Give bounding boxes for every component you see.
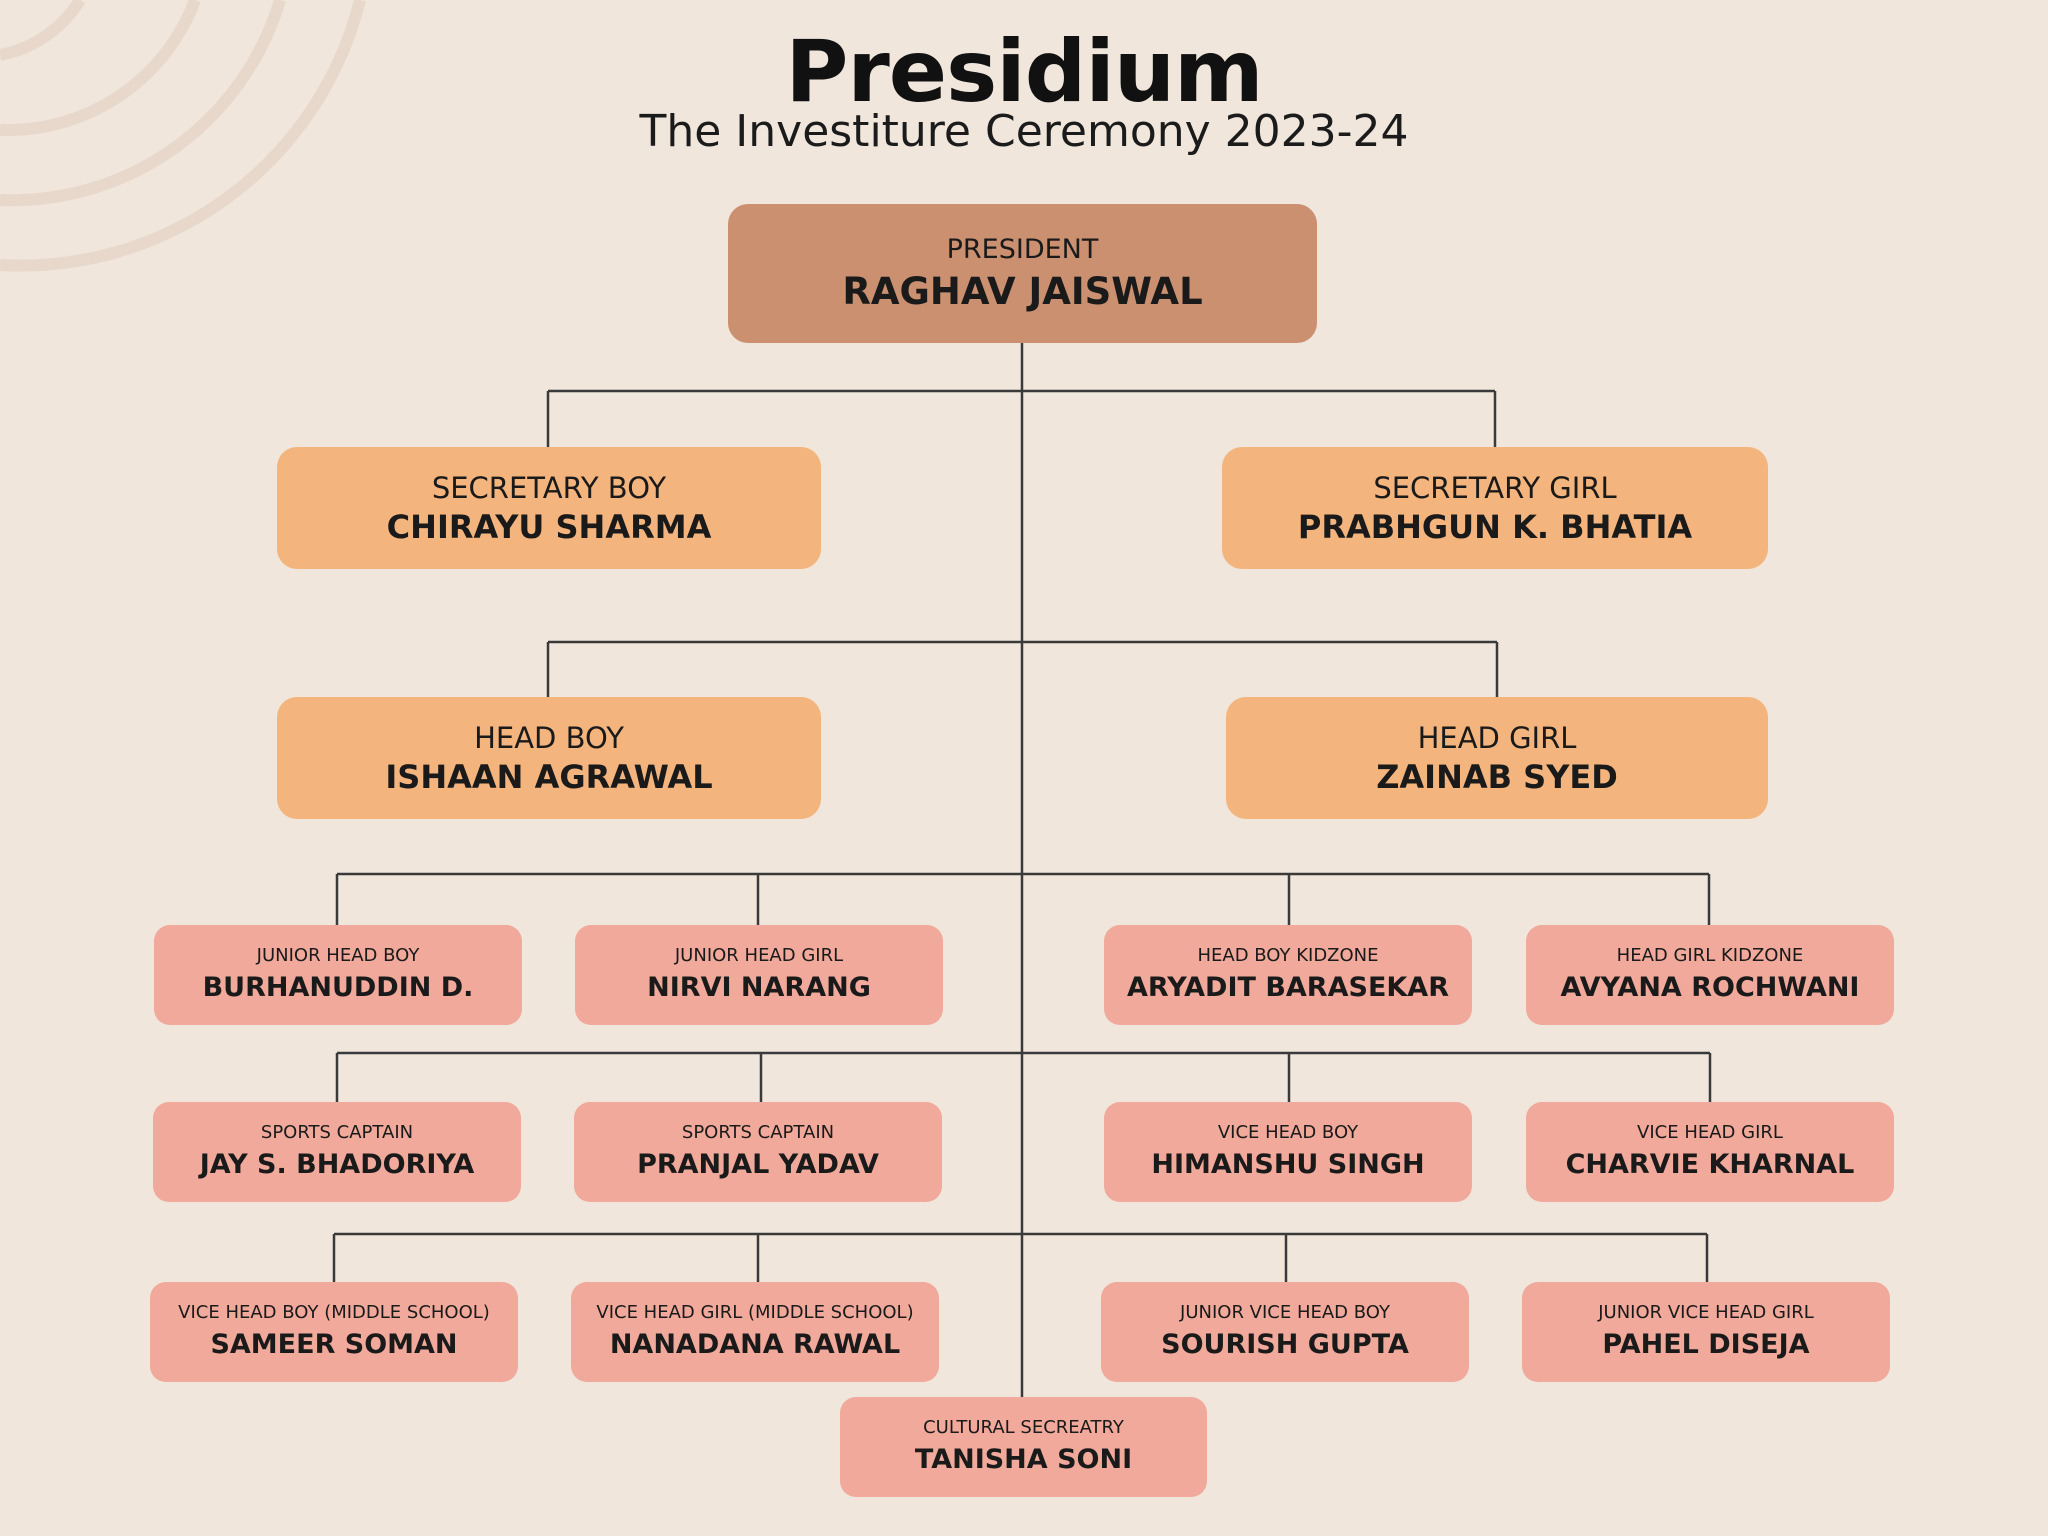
node-role: HEAD GIRL KIDZONE (1616, 945, 1804, 966)
node-head-girl: HEAD GIRL ZAINAB SYED (1226, 697, 1768, 819)
node-role: HEAD BOY (474, 721, 624, 755)
node-head-boy: HEAD BOY ISHAAN AGRAWAL (277, 697, 821, 819)
node-name: CHIRAYU SHARMA (386, 508, 712, 546)
node-junior-vice-head-girl: JUNIOR VICE HEAD GIRL PAHEL DISEJA (1522, 1282, 1890, 1382)
node-junior-head-boy: JUNIOR HEAD BOY BURHANUDDIN D. (154, 925, 522, 1025)
node-name: AVYANA ROCHWANI (1560, 972, 1860, 1003)
node-secretary-girl: SECRETARY GIRL PRABHGUN K. BHATIA (1222, 447, 1768, 569)
node-name: BURHANUDDIN D. (202, 972, 474, 1003)
node-name: TANISHA SONI (914, 1444, 1133, 1475)
node-role: HEAD GIRL (1417, 721, 1577, 755)
node-head-boy-kidzone: HEAD BOY KIDZONE ARYADIT BARASEKAR (1104, 925, 1472, 1025)
node-role: CULTURAL SECREATRY (923, 1417, 1124, 1438)
page-title: Presidium (785, 22, 1263, 122)
node-role: HEAD BOY KIDZONE (1197, 945, 1379, 966)
node-role: VICE HEAD BOY (MIDDLE SCHOOL) (178, 1302, 490, 1323)
node-vice-head-boy-middle-school: VICE HEAD BOY (MIDDLE SCHOOL) SAMEER SOM… (150, 1282, 518, 1382)
node-name: SOURISH GUPTA (1161, 1329, 1409, 1360)
node-name: RAGHAV JAISWAL (842, 269, 1203, 313)
node-name: ISHAAN AGRAWAL (385, 758, 713, 796)
node-name: PRABHGUN K. BHATIA (1297, 508, 1693, 546)
node-vice-head-girl: VICE HEAD GIRL CHARVIE KHARNAL (1526, 1102, 1894, 1202)
node-role: VICE HEAD BOY (1217, 1122, 1359, 1143)
node-role: SPORTS CAPTAIN (260, 1122, 414, 1143)
node-sports-captain-1: SPORTS CAPTAIN JAY S. BHADORIYA (153, 1102, 521, 1202)
node-name: CHARVIE KHARNAL (1565, 1149, 1855, 1180)
node-name: SAMEER SOMAN (210, 1329, 458, 1360)
node-role: JUNIOR HEAD BOY (256, 945, 420, 966)
node-cultural-secretary: CULTURAL SECREATRY TANISHA SONI (840, 1397, 1207, 1497)
node-junior-vice-head-boy: JUNIOR VICE HEAD BOY SOURISH GUPTA (1101, 1282, 1469, 1382)
node-junior-head-girl: JUNIOR HEAD GIRL NIRVI NARANG (575, 925, 943, 1025)
node-role: PRESIDENT (946, 233, 1099, 265)
page-subtitle: The Investiture Ceremony 2023-24 (639, 106, 1409, 157)
node-name: ARYADIT BARASEKAR (1126, 972, 1449, 1003)
node-name: PRANJAL YADAV (637, 1149, 879, 1180)
node-role: SPORTS CAPTAIN (681, 1122, 835, 1143)
node-role: JUNIOR VICE HEAD GIRL (1598, 1302, 1814, 1323)
node-vice-head-boy: VICE HEAD BOY HIMANSHU SINGH (1104, 1102, 1472, 1202)
node-name: JAY S. BHADORIYA (199, 1149, 475, 1180)
node-secretary-boy: SECRETARY BOY CHIRAYU SHARMA (277, 447, 821, 569)
node-role: VICE HEAD GIRL (1637, 1122, 1783, 1143)
node-role: SECRETARY GIRL (1373, 471, 1617, 505)
node-name: HIMANSHU SINGH (1151, 1149, 1425, 1180)
node-role: JUNIOR VICE HEAD BOY (1180, 1302, 1390, 1323)
node-name: PAHEL DISEJA (1602, 1329, 1810, 1360)
decorative-arcs (0, 0, 366, 272)
node-name: NANADANA RAWAL (609, 1329, 901, 1360)
node-sports-captain-2: SPORTS CAPTAIN PRANJAL YADAV (574, 1102, 942, 1202)
node-president: PRESIDENT RAGHAV JAISWAL (728, 204, 1317, 343)
node-vice-head-girl-middle-school: VICE HEAD GIRL (MIDDLE SCHOOL) NANADANA … (571, 1282, 939, 1382)
node-name: ZAINAB SYED (1376, 758, 1618, 796)
node-role: VICE HEAD GIRL (MIDDLE SCHOOL) (596, 1302, 914, 1323)
node-head-girl-kidzone: HEAD GIRL KIDZONE AVYANA ROCHWANI (1526, 925, 1894, 1025)
node-role: SECRETARY BOY (431, 471, 667, 505)
node-name: NIRVI NARANG (647, 972, 871, 1003)
node-role: JUNIOR HEAD GIRL (674, 945, 844, 966)
